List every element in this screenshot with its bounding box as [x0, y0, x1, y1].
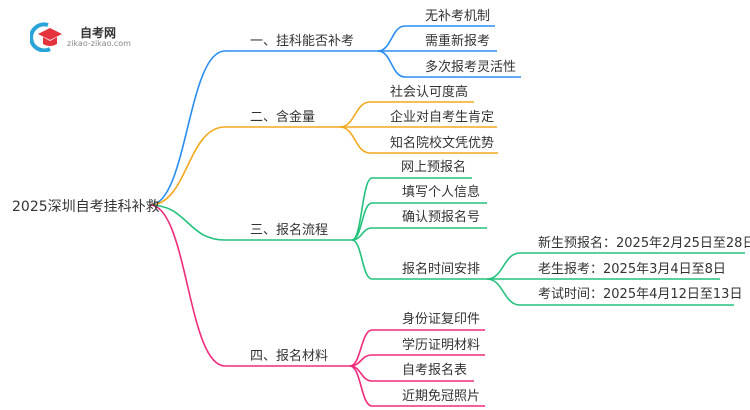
schedule-item[interactable]: 考试时间：2025年4月12日至13日 — [538, 287, 743, 302]
branch-2-line — [149, 126, 340, 206]
branch-4[interactable]: 四、报名材料 — [250, 349, 329, 364]
branch-4-child-line — [349, 365, 485, 407]
branch-3-item[interactable]: 填写个人信息 — [402, 185, 481, 200]
branch-4-item[interactable]: 学历证明材料 — [402, 338, 481, 353]
branch-3-child-line — [351, 227, 487, 241]
branch-3-item[interactable]: 确认预报名号 — [402, 210, 481, 225]
branch-1-item[interactable]: 多次报考灵活性 — [425, 60, 517, 75]
branch-1-item[interactable]: 需重新报考 — [425, 34, 491, 49]
branch-4-child-line — [349, 354, 485, 367]
branch-1-item[interactable]: 无补考机制 — [425, 9, 491, 24]
logo — [29, 22, 66, 56]
branch-2-item[interactable]: 企业对自考生肯定 — [390, 110, 495, 125]
schedule-line — [486, 252, 745, 280]
branch-3-child-line — [351, 239, 487, 280]
branch-2-child-line — [339, 101, 474, 128]
branch-1[interactable]: 一、挂科能否补考 — [250, 34, 355, 49]
branch-1-child-line — [377, 50, 521, 78]
branch-4-line — [149, 204, 350, 367]
graduation-cap-icon — [29, 22, 62, 53]
schedule-line — [486, 278, 734, 306]
logo-title: 自考网 — [80, 26, 117, 40]
schedule-item[interactable]: 老生报考：2025年3月4日至8日 — [538, 262, 726, 277]
branch-4-child-line — [349, 329, 485, 367]
branch-3[interactable]: 三、报名流程 — [250, 223, 329, 238]
branch-3-item[interactable]: 网上预报名 — [401, 160, 467, 175]
logo-subtitle: zikao-zikao.com — [67, 39, 131, 48]
branch-2-item[interactable]: 社会认可度高 — [390, 85, 469, 100]
root-node[interactable]: 2025深圳自考挂科补救 — [12, 199, 160, 215]
branch-2-child-line — [339, 126, 498, 154]
branch-1-line — [149, 50, 378, 206]
branch-3-child-line — [351, 202, 487, 241]
branch-3-line — [149, 204, 352, 241]
schedule-item[interactable]: 新生预报名：2025年2月25日至28日 — [538, 236, 750, 251]
branch-4-item[interactable]: 近期免冠照片 — [402, 389, 481, 404]
branch-2[interactable]: 二、含金量 — [250, 110, 316, 125]
branch-4-item[interactable]: 身份证复印件 — [402, 312, 481, 327]
branch-3-item[interactable]: 报名时间安排 — [402, 262, 481, 277]
branch-1-child-line — [377, 25, 495, 52]
branch-2-item[interactable]: 知名院校文凭优势 — [390, 136, 495, 151]
branch-4-item[interactable]: 自考报名表 — [402, 363, 468, 378]
